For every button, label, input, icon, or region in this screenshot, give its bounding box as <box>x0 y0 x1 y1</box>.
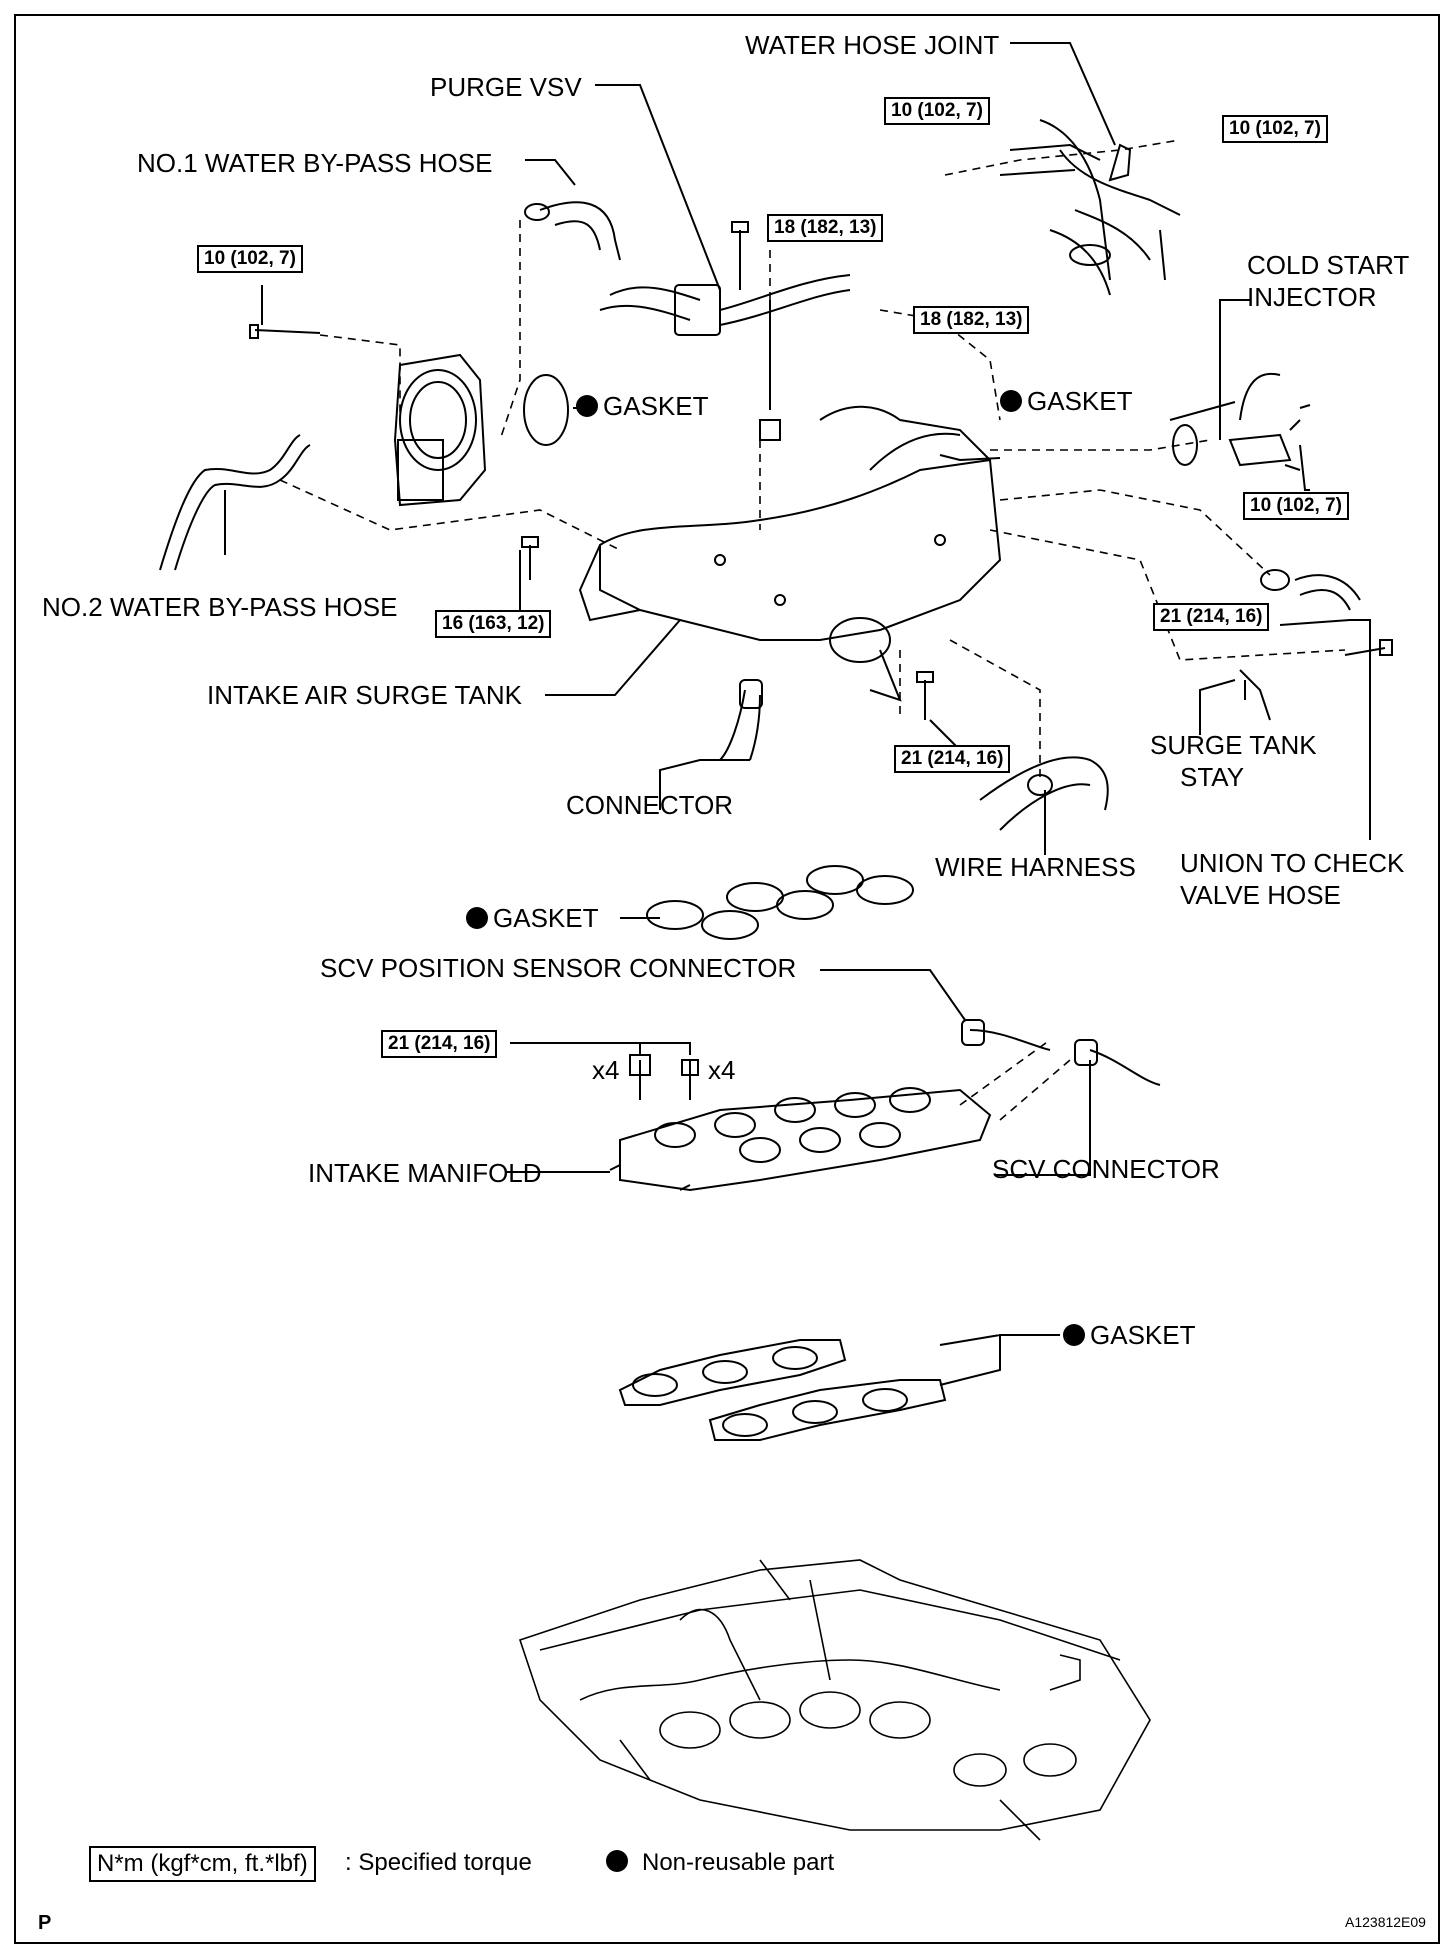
label-purge-vsv: PURGE VSV <box>430 72 582 102</box>
legend-torque-text: : Specified torque <box>345 1849 532 1876</box>
label-x4-right: x4 <box>708 1055 736 1085</box>
connector-part <box>719 689 761 761</box>
legend-non-reusable: Non-reusable part <box>606 1848 834 1878</box>
label-wire-harness: WIRE HARNESS <box>935 852 1136 882</box>
label-union-to-check: UNION TO CHECK <box>1180 848 1405 878</box>
purge-vsv-part <box>599 274 851 336</box>
surge-tank-stay-part <box>1239 669 1271 721</box>
legend-torque-unit: N*m (kgf*cm, ft.*lbf) <box>89 1846 316 1882</box>
wire-harness-part <box>979 756 1109 831</box>
torque-box-18-a: 18 (182, 13) <box>767 214 884 242</box>
label-injector: INJECTOR <box>1247 282 1377 312</box>
bolt <box>249 324 321 339</box>
torque-box-21-c: 21 (214, 16) <box>381 1030 498 1058</box>
label-no1-water-bypass-hose: NO.1 WATER BY-PASS HOSE <box>137 148 493 178</box>
torque-box-21-b: 21 (214, 16) <box>894 745 1011 773</box>
non-reusable-dot-icon <box>1063 1324 1085 1346</box>
label-gasket-manifold: GASKET <box>1063 1320 1195 1350</box>
torque-box-16: 16 (163, 12) <box>435 610 552 638</box>
label-intake-manifold: INTAKE MANIFOLD <box>308 1158 542 1188</box>
label-no2-water-bypass-hose: NO.2 WATER BY-PASS HOSE <box>42 592 398 622</box>
intake-manifold-part <box>609 1087 992 1192</box>
label-gasket-injector: GASKET <box>1000 386 1132 416</box>
cold-start-injector-part <box>1172 372 1311 471</box>
label-connector: CONNECTOR <box>566 790 734 820</box>
diagram-frame <box>14 14 1440 1944</box>
label-scv-connector: SCV CONNECTOR <box>992 1154 1220 1184</box>
torque-box-21-a: 21 (214, 16) <box>1153 603 1270 631</box>
torque-box-10-b: 10 (102, 7) <box>1222 115 1328 143</box>
label-gasket-surge: GASKET <box>466 903 598 933</box>
label-valve-hose: VALVE HOSE <box>1180 880 1341 910</box>
no2-water-bypass-hose-part <box>159 434 311 571</box>
non-reusable-dot-icon <box>606 1850 628 1872</box>
label-gasket-throttle: GASKET <box>576 391 708 421</box>
page-letter: P <box>38 1912 52 1934</box>
label-stay: STAY <box>1180 762 1245 792</box>
torque-box-10-a: 10 (102, 7) <box>884 97 990 125</box>
label-x4-left: x4 <box>592 1055 620 1085</box>
throttle-gasket-part <box>523 374 569 446</box>
intake-manifold-gasket-part <box>618 1339 947 1441</box>
label-intake-air-surge-tank: INTAKE AIR SURGE TANK <box>207 680 522 710</box>
non-reusable-dot-icon <box>576 395 598 417</box>
figure-id: A123812E09 <box>1345 1914 1426 1930</box>
torque-box-10-d: 10 (102, 7) <box>1243 492 1349 520</box>
no1-water-bypass-hose-part <box>539 201 621 261</box>
label-scv-position-sensor-connector: SCV POSITION SENSOR CONNECTOR <box>320 953 797 983</box>
throttle-body-part <box>393 353 487 507</box>
surge-tank-gasket-part <box>646 865 914 940</box>
non-reusable-dot-icon <box>1000 390 1022 412</box>
label-cold-start: COLD START <box>1247 250 1410 280</box>
union-to-check-valve-hose-part <box>1294 574 1361 611</box>
label-surge-tank: SURGE TANK <box>1150 730 1317 760</box>
engine-head-sketch <box>518 1559 1151 1841</box>
water-hose-joint-part <box>999 119 1181 296</box>
torque-box-18-b: 18 (182, 13) <box>913 306 1030 334</box>
label-water-hose-joint: WATER HOSE JOINT <box>745 30 1000 60</box>
non-reusable-dot-icon <box>466 907 488 929</box>
torque-box-10-c: 10 (102, 7) <box>197 245 303 273</box>
intake-air-surge-tank-part <box>578 405 1002 702</box>
